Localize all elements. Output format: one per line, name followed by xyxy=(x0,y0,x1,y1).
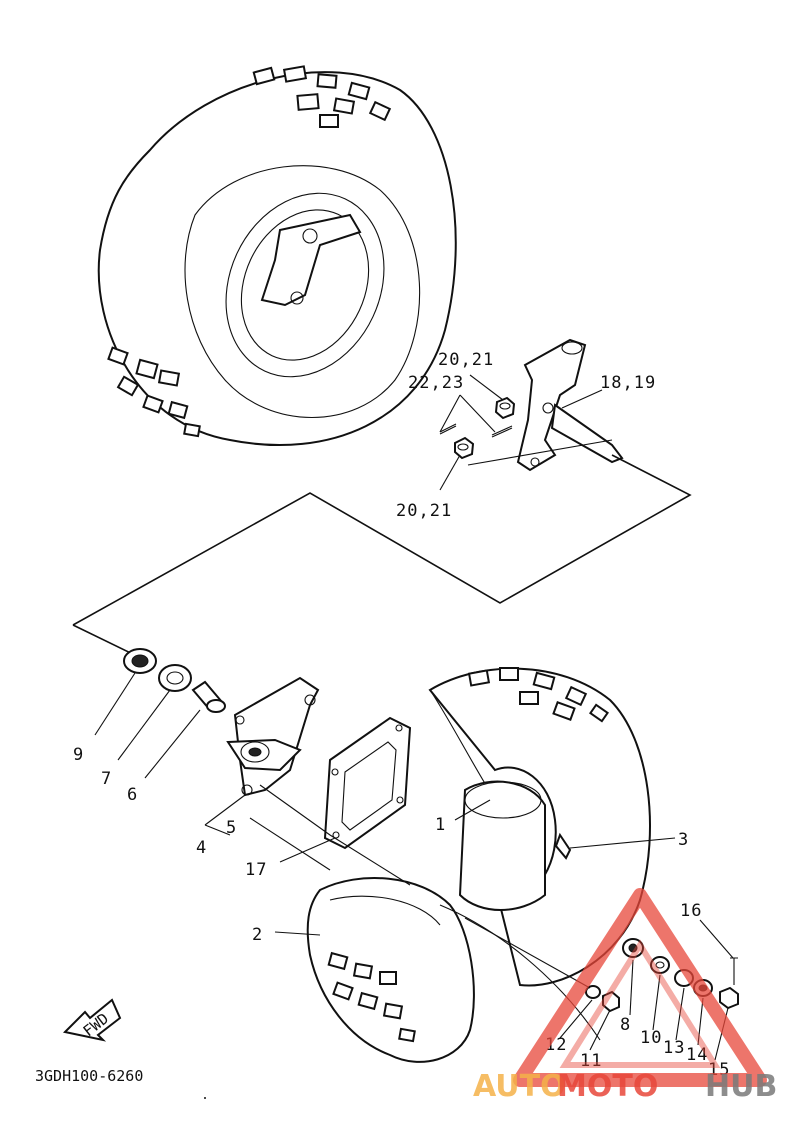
tire-inner-half xyxy=(306,877,601,1063)
callout-20-21-bottom: 20,21 xyxy=(396,501,452,521)
nut-bottom xyxy=(454,436,475,460)
explode-frame xyxy=(72,454,692,626)
callout-2: 2 xyxy=(252,925,263,945)
callout-8: 8 xyxy=(620,1015,631,1035)
watermark-moto: MOTO xyxy=(557,1069,658,1104)
watermark-auto: AUTO xyxy=(473,1069,566,1104)
cotter-pins xyxy=(439,423,513,438)
spacer-6 xyxy=(191,680,226,713)
assembled-wheel xyxy=(97,65,457,447)
hub-assembly xyxy=(226,676,320,797)
tread-blocks xyxy=(107,65,392,438)
callout-20-21-top: 20,21 xyxy=(438,350,494,370)
nut-top xyxy=(494,396,516,420)
callout-6: 6 xyxy=(127,785,138,805)
bearing-7 xyxy=(158,664,192,692)
callout-22-23: 22,23 xyxy=(408,373,464,393)
steering-knuckle xyxy=(516,338,624,472)
callout-3: 3 xyxy=(678,830,689,850)
callout-14: 14 xyxy=(686,1045,708,1065)
callout-18-19: 18,19 xyxy=(600,373,656,393)
bearing-9 xyxy=(123,648,157,674)
rim-half xyxy=(458,780,546,911)
watermark-triangle-icon xyxy=(513,888,767,1087)
watermark: AUTO MOTO HUB xyxy=(473,888,777,1104)
callout-13: 13 xyxy=(663,1038,685,1058)
valve-3 xyxy=(554,832,572,860)
fwd-arrow-icon: FWD xyxy=(62,998,122,1042)
callout-1: 1 xyxy=(435,815,446,835)
callout-7: 7 xyxy=(101,769,112,789)
gasket-17 xyxy=(323,716,412,850)
callout-4: 4 xyxy=(196,838,207,858)
callout-17: 17 xyxy=(245,860,267,880)
diagram-code: 3GDH100-6260 xyxy=(35,1067,143,1085)
callout-10: 10 xyxy=(640,1028,662,1048)
watermark-hub: HUB xyxy=(705,1069,777,1104)
callout-9: 9 xyxy=(73,745,84,765)
callout-16: 16 xyxy=(680,901,702,921)
callout-11: 11 xyxy=(580,1051,602,1071)
callout-5: 5 xyxy=(226,818,237,838)
